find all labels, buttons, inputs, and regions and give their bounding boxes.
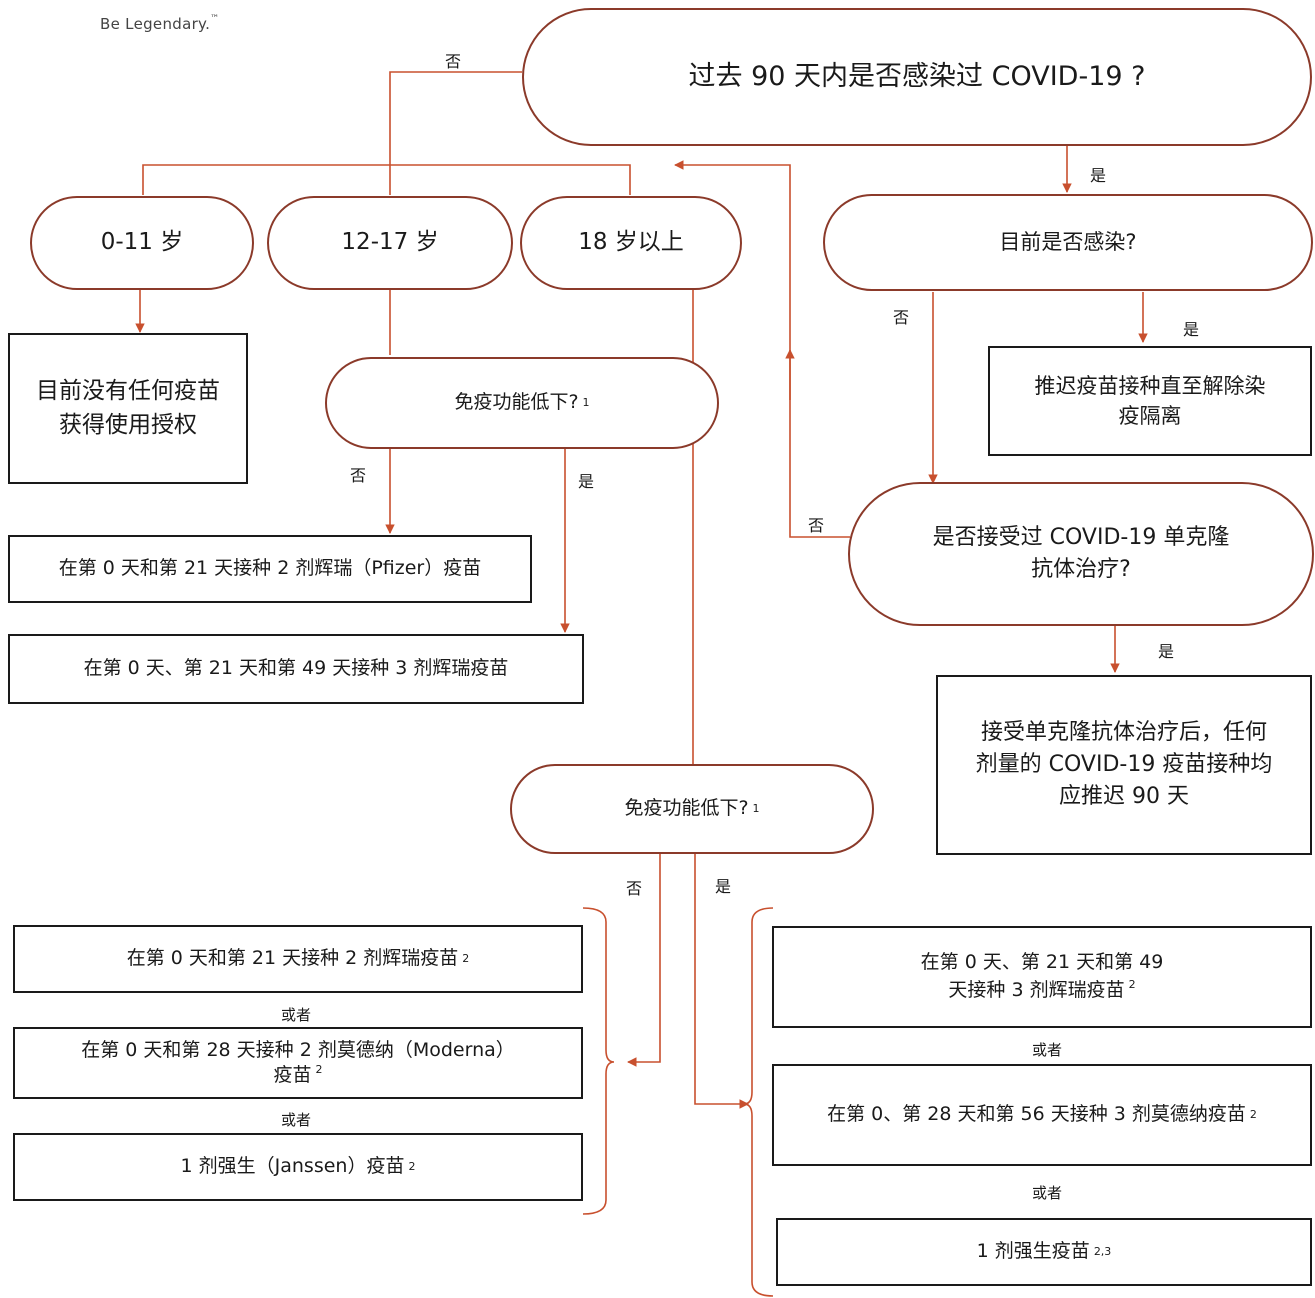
question-covid-past-90-days-label: 过去 90 天内是否感染过 COVID-19 ? xyxy=(688,61,1146,93)
edge-label-no: 否 xyxy=(350,466,367,485)
or-label: 或者 xyxy=(280,1006,312,1024)
footnote-1: 1 xyxy=(752,802,760,816)
connector-adult-no xyxy=(627,850,661,1067)
logo-tagline-text: Be Legendary. xyxy=(100,15,211,33)
footnote-2: 2 xyxy=(462,952,470,966)
footnote-2-3: 2,3 xyxy=(1093,1245,1112,1259)
edge-label-no: 否 xyxy=(808,516,825,535)
mab-delay-line-1: 接受单克隆抗体治疗后，任何 xyxy=(980,720,1267,746)
edge-label-no: 否 xyxy=(626,879,643,898)
adult-jj-text: 1 剂强生疫苗 xyxy=(976,1240,1090,1263)
age-0-11-label: 0-11 岁 xyxy=(100,229,184,256)
question-adult-immunocompromised: 免疫功能低下?1 xyxy=(510,764,874,854)
box-delay-90-days-after-mab: 接受单克隆抗体治疗后，任何 剂量的 COVID-19 疫苗接种均 应推迟 90 … xyxy=(936,675,1312,855)
age-0-11: 0-11 岁 xyxy=(30,196,254,290)
box-no-vaccine-authorized: 目前没有任何疫苗 获得使用授权 xyxy=(8,333,248,484)
footnote-1: 1 xyxy=(582,396,590,410)
box-delay-until-isolation-ends: 推迟疫苗接种直至解除染 疫隔离 xyxy=(988,346,1312,456)
connector-top-no xyxy=(389,71,522,195)
or-label: 或者 xyxy=(280,1111,312,1129)
footnote-2: 2 xyxy=(408,1160,416,1174)
edge-label-yes: 是 xyxy=(578,472,595,491)
adult-immuno-label: 免疫功能低下? xyxy=(624,797,749,820)
question-currently-infected: 目前是否感染? xyxy=(823,194,1313,291)
no-vaccine-line-1: 目前没有任何疫苗 xyxy=(36,378,220,405)
adult-pfizer-3-dose-line-2: 天接种 3 剂辉瑞疫苗 xyxy=(948,979,1125,1001)
age-12-17-label: 12-17 岁 xyxy=(341,229,439,256)
question-monoclonal-antibody: 是否接受过 COVID-19 单克隆 抗体治疗? xyxy=(848,482,1314,626)
edge-label-yes: 是 xyxy=(715,877,732,896)
question-teen-immunocompromised: 免疫功能低下?1 xyxy=(325,357,719,449)
adult-pfizer-2-dose-text: 在第 0 天和第 21 天接种 2 剂辉瑞疫苗 xyxy=(126,947,459,970)
age-18-plus: 18 岁以上 xyxy=(520,196,742,290)
edge-label-no: 否 xyxy=(445,52,462,71)
adult-janssen-text: 1 剂强生（Janssen）疫苗 xyxy=(180,1155,405,1178)
teen-pfizer-3-dose-text: 在第 0 天、第 21 天和第 49 天接种 3 剂辉瑞疫苗 xyxy=(83,657,509,680)
edge-label-yes: 是 xyxy=(1090,166,1107,185)
connector-adult-yes xyxy=(694,850,749,1109)
adult-moderna-3-dose-text: 在第 0、第 28 天和第 56 天接种 3 剂莫德纳疫苗 xyxy=(827,1103,1246,1126)
question-covid-past-90-days: 过去 90 天内是否感染过 COVID-19 ? xyxy=(522,8,1312,146)
logo-tagline: Be Legendary.™ xyxy=(100,14,219,33)
adult-moderna-2-dose-line-2: 疫苗 xyxy=(273,1064,312,1086)
age-12-17: 12-17 岁 xyxy=(267,196,513,290)
mab-delay-line-2: 剂量的 COVID-19 疫苗接种均 xyxy=(975,752,1273,778)
box-teen-pfizer-3-dose: 在第 0 天、第 21 天和第 49 天接种 3 剂辉瑞疫苗 xyxy=(8,634,584,704)
question-currently-infected-label: 目前是否感染? xyxy=(999,230,1137,255)
box-teen-pfizer-2-dose: 在第 0 天和第 21 天接种 2 剂辉瑞（Pfizer）疫苗 xyxy=(8,535,532,603)
edge-label-yes: 是 xyxy=(1183,320,1200,339)
footnote-2: 2 xyxy=(1128,978,1136,991)
no-vaccine-line-2: 获得使用授权 xyxy=(59,411,197,438)
edge-label-no: 否 xyxy=(893,308,910,327)
mab-delay-line-3: 应推迟 90 天 xyxy=(1059,783,1189,809)
footnote-2: 2 xyxy=(315,1063,323,1076)
age-18-plus-label: 18 岁以上 xyxy=(578,229,684,256)
mab-question-line-2: 抗体治疗? xyxy=(1031,557,1131,582)
trademark-mark: ™ xyxy=(210,14,220,24)
delay-line-1: 推迟疫苗接种直至解除染 xyxy=(1034,373,1266,398)
or-label: 或者 xyxy=(1031,1041,1063,1059)
footnote-2: 2 xyxy=(1249,1108,1257,1122)
teen-immuno-label: 免疫功能低下? xyxy=(454,391,579,414)
bracket-left xyxy=(582,907,615,1215)
adult-moderna-2-dose-line-1: 在第 0 天和第 28 天接种 2 剂莫德纳（Moderna） xyxy=(81,1039,515,1062)
delay-line-2: 疫隔离 xyxy=(1118,404,1182,428)
mab-question-line-1: 是否接受过 COVID-19 单克隆 xyxy=(932,525,1230,551)
or-label: 或者 xyxy=(1031,1184,1063,1202)
connector-age-bus xyxy=(142,164,631,195)
teen-pfizer-2-dose-text: 在第 0 天和第 21 天接种 2 剂辉瑞（Pfizer）疫苗 xyxy=(58,557,482,580)
adult-pfizer-3-dose-line-1: 在第 0 天、第 21 天和第 49 xyxy=(920,951,1164,974)
edge-label-yes: 是 xyxy=(1158,642,1175,661)
bracket-right xyxy=(743,907,774,1297)
